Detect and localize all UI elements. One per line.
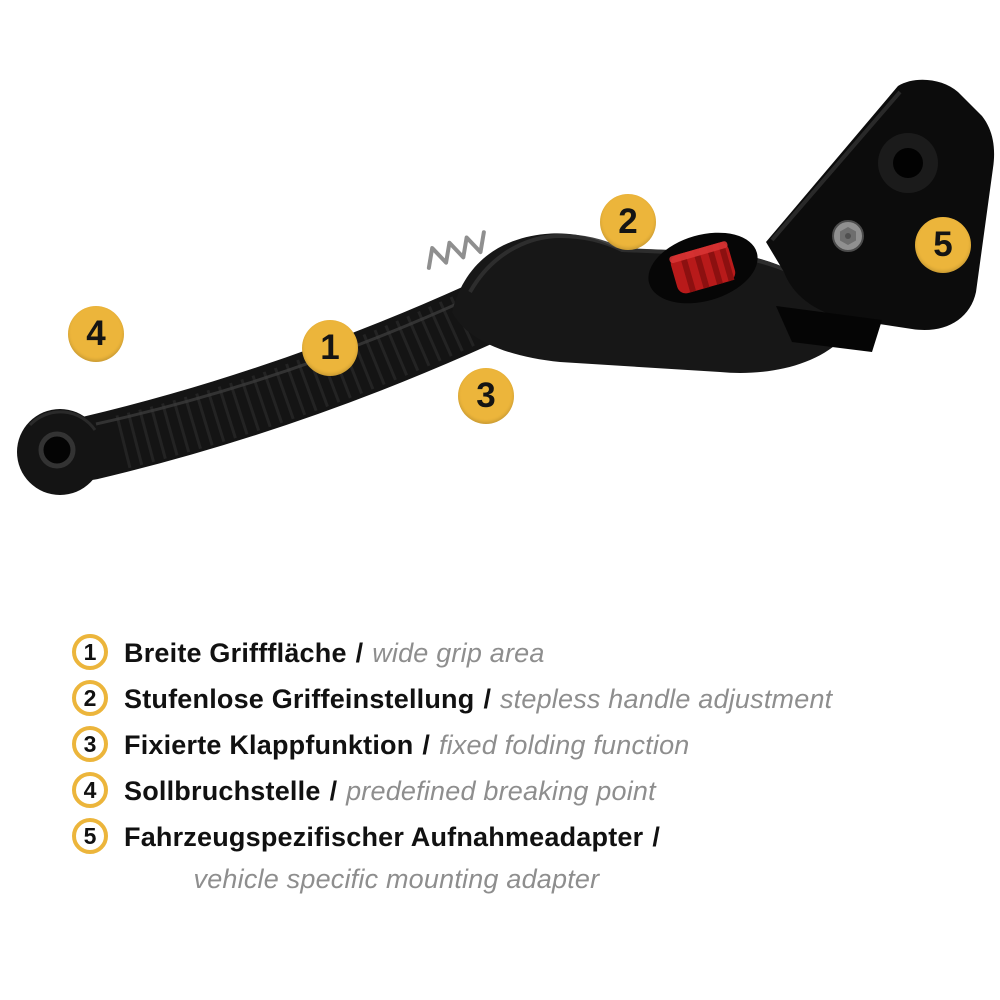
callout-4-label: 4 <box>86 314 106 353</box>
legend-item-3: 3 Fixierte Klappfunktion / fixed folding f… <box>72 726 962 763</box>
callout-5-label: 5 <box>933 225 953 264</box>
legend-de-3: Fixierte Klappfunktion <box>124 730 414 760</box>
legend-badge-1: 1 <box>72 634 108 670</box>
brand-logo-zigzag <box>426 230 486 270</box>
legend-number-2: 2 <box>83 684 97 711</box>
legend-badge-5: 5 <box>72 818 108 854</box>
callout-2-label: 2 <box>618 202 638 241</box>
adjuster-ridge <box>692 248 710 289</box>
adjuster-dial-red <box>648 232 758 304</box>
callout-3-label: 3 <box>476 376 496 415</box>
legend-item-5: 5 Fahrzeugspezifischer Aufnahmeadapter / … <box>72 818 962 897</box>
grip-end-highlight <box>28 410 97 431</box>
lever-blade-highlight <box>95 296 471 426</box>
adjuster-ridge <box>706 244 723 285</box>
legend-en-5: vehicle specific mounting adapter <box>193 864 600 894</box>
legend-sep-4: / <box>329 776 338 806</box>
legend-en-4: predefined breaking point <box>346 776 656 806</box>
adjuster-ridge <box>679 252 697 293</box>
legend-text-1: Breite Grifffläche / wide grip area <box>124 634 545 671</box>
feature-legend: 1 Breite Grifffläche / wide grip area 2 St… <box>72 634 962 906</box>
product-figure: 1 2 3 4 5 <box>17 79 995 495</box>
legend-de-1: Breite Grifffläche <box>124 638 347 668</box>
callout-2: 2 <box>600 194 656 250</box>
callout-4: 4 <box>68 306 124 362</box>
legend-item-4: 4 Sollbruchstelle / predefined breaking po… <box>72 772 962 809</box>
legend-en-2: stepless handle adjustment <box>499 684 833 714</box>
adjuster-highlight <box>669 241 728 264</box>
brand-logo-icon <box>426 230 486 270</box>
pivot-screw-center <box>845 233 851 239</box>
legend-de-4: Sollbruchstelle <box>124 776 321 806</box>
legend-number-4: 4 <box>83 776 97 803</box>
legend-de-line-5: Fahrzeugspezifischer Aufnahmeadapter / <box>124 819 669 855</box>
legend-sep-2: / <box>483 684 491 714</box>
legend-badge-3: 3 <box>72 726 108 762</box>
legend-en-3: fixed folding function <box>438 730 690 760</box>
legend-badge-4: 4 <box>72 772 108 808</box>
adapter-edge-highlight <box>770 90 902 242</box>
legend-de-5: Fahrzeugspezifischer Aufnahmeadapter <box>124 822 644 852</box>
legend-text-3: Fixierte Klappfunktion / fixed folding fun… <box>124 726 690 763</box>
legend-sep-3: / <box>422 730 430 760</box>
callout-1: 1 <box>302 320 358 376</box>
lever-body-highlight <box>468 233 824 294</box>
callout-5: 5 <box>915 217 971 273</box>
legend-de-2: Stufenlose Griffeinstellung <box>124 684 475 714</box>
legend-sep-5: / <box>652 822 660 852</box>
legend-text-4: Sollbruchstelle / predefined breaking poin… <box>124 772 656 809</box>
legend-badge-2: 2 <box>72 680 108 716</box>
legend-number-3: 3 <box>83 730 97 757</box>
callout-1-label: 1 <box>320 328 340 367</box>
legend-text-2: Stufenlose Griffeinstellung / stepless han… <box>124 680 832 717</box>
breaking-point-hole <box>38 431 76 469</box>
legend-sep-1: / <box>355 638 364 668</box>
adjuster-ridge <box>717 241 735 282</box>
adapter-mounting-hole <box>893 148 923 178</box>
legend-item-2: 2 Stufenlose Griffeinstellung / stepless h… <box>72 680 962 717</box>
lever-blade <box>58 283 510 480</box>
legend-text-5: Fahrzeugspezifischer Aufnahmeadapter / ve… <box>124 818 669 897</box>
callout-3: 3 <box>458 368 514 424</box>
legend-item-1: 1 Breite Grifffläche / wide grip area <box>72 634 962 671</box>
legend-number-1: 1 <box>83 638 97 665</box>
legend-en-1: wide grip area <box>372 638 545 668</box>
folding-joint <box>776 306 882 352</box>
lever-product-image <box>17 79 995 495</box>
legend-number-5: 5 <box>83 822 97 849</box>
